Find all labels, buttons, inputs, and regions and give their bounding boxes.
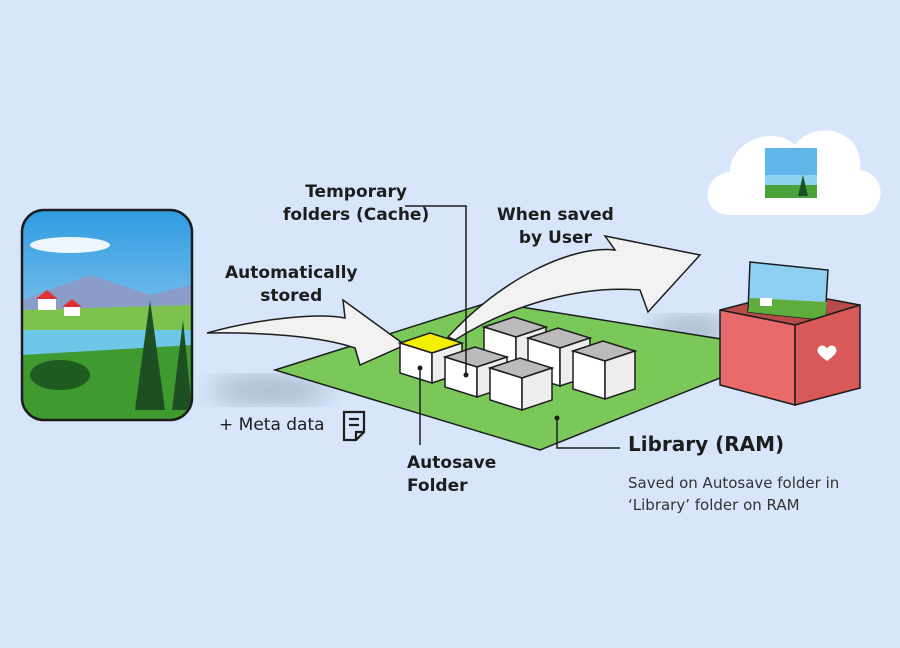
cache-folder [570,340,638,401]
gallery-box [719,261,861,406]
source-landscape-image [22,210,192,420]
document-icon [342,410,366,442]
heart-icon [817,345,837,361]
label-meta-data: + Meta data [219,415,325,435]
cache-folder [487,357,555,412]
cloud-icon [707,130,881,215]
user-save-arrow [446,234,702,341]
cache-folders [397,316,638,412]
auto-store-arrow [206,298,407,367]
label-library-description: Saved on Autosave folder in‘Library’ fol… [628,474,840,514]
label-library-ram: Library (RAM) [628,432,785,456]
source-image-frame [20,208,194,422]
leader-lines [405,205,620,449]
gallery-landscape-image [747,261,829,321]
shadow [210,376,330,404]
cloud-landscape-image [765,148,817,198]
